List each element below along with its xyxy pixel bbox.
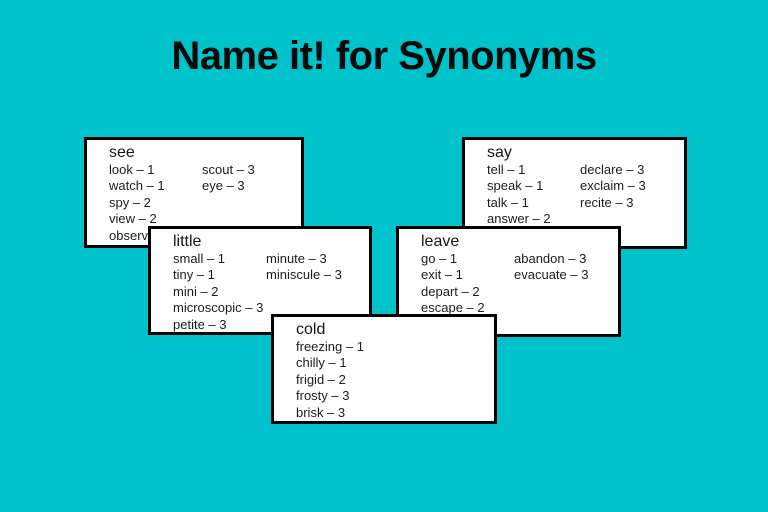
synonym-item: small – 1	[173, 251, 226, 266]
synonym-item: watch – 1	[109, 178, 165, 194]
card-little-title: little	[173, 233, 202, 250]
synonym-item: answer – 2	[487, 211, 551, 227]
synonym-item: view – 2	[109, 211, 157, 227]
synonym-item: chilly – 1	[296, 355, 347, 371]
card-see-title: see	[109, 144, 135, 161]
synonym-item: depart – 2	[421, 283, 480, 299]
synonym-item: escape – 2	[421, 300, 485, 316]
synonym-item: minute – 3	[266, 251, 327, 266]
synonym-item: abandon – 3	[514, 251, 587, 266]
synonym-item: frigid – 2	[296, 371, 346, 387]
synonym-item: brisk – 3	[296, 404, 346, 420]
synonym-item: observe	[109, 227, 156, 243]
synonym-item: miniscule – 3	[266, 267, 342, 283]
card-say-title: say	[487, 144, 512, 161]
synonym-item: declare – 3	[580, 162, 645, 177]
synonym-item: evacuate – 3	[514, 267, 589, 283]
synonym-item: exclaim – 3	[580, 178, 646, 194]
synonym-item: exit – 1	[421, 267, 463, 283]
synonym-item: mini – 2	[173, 283, 219, 299]
synonym-item: spy – 2	[109, 194, 151, 210]
synonym-item: tiny – 1	[173, 267, 215, 283]
synonym-item: speak – 1	[487, 178, 544, 194]
card-cold-synonym-list-col2	[389, 339, 494, 421]
synonym-item: eye – 3	[202, 178, 245, 194]
synonym-item: petite – 3	[173, 316, 227, 332]
synonym-item: go – 1	[421, 251, 458, 266]
synonym-item: freezing – 1	[296, 339, 364, 354]
card-leave-title: leave	[421, 233, 460, 250]
synonym-item: recite – 3	[580, 194, 634, 210]
synonym-item: talk – 1	[487, 194, 529, 210]
synonym-item: scout – 3	[202, 162, 255, 177]
synonym-item: microscopic – 3	[173, 300, 264, 316]
card-cold-title: cold	[296, 321, 326, 338]
synonym-item: tell – 1	[487, 162, 526, 177]
synonym-item: frosty – 3	[296, 388, 350, 404]
synonym-item: look – 1	[109, 162, 155, 177]
page-title: Name it! for Synonyms	[171, 34, 597, 78]
